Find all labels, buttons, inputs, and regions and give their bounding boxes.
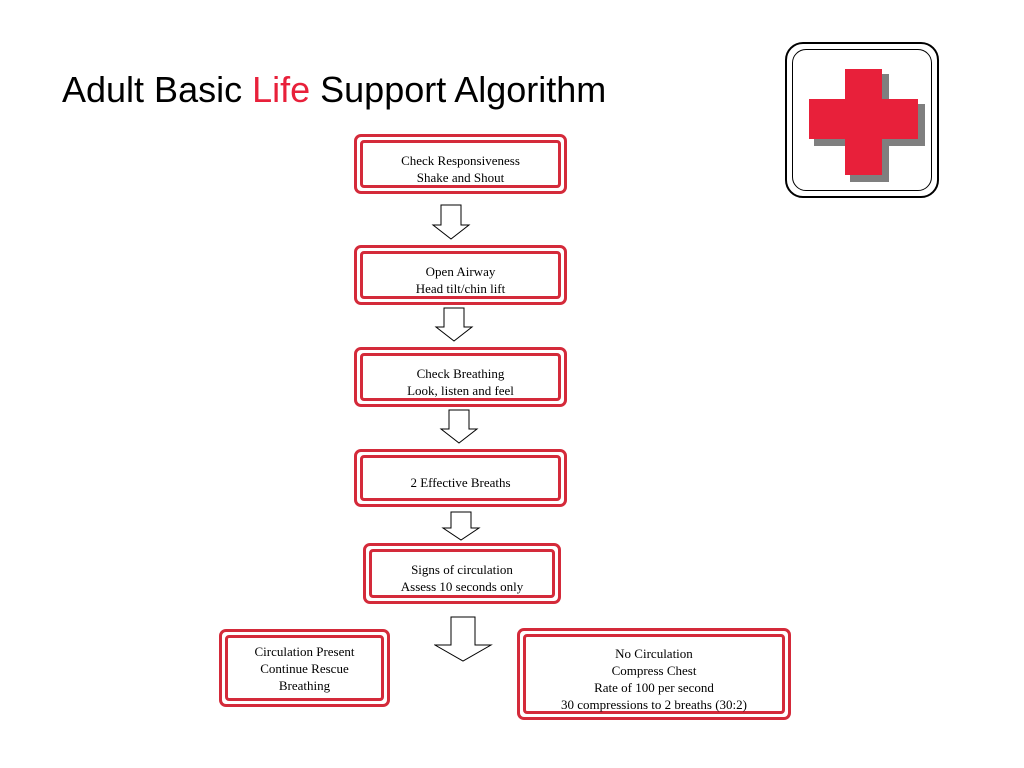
step-line: Assess 10 seconds only bbox=[400, 579, 524, 594]
first-aid-logo bbox=[785, 42, 939, 198]
branch-line: Circulation Present bbox=[254, 644, 355, 659]
red-cross-icon bbox=[809, 69, 925, 182]
slide-title: Adult Basic Life Support Algorithm bbox=[62, 72, 606, 108]
step-line: 2 Effective Breaths bbox=[410, 475, 511, 490]
step-check-responsiveness: Check Responsiveness Shake and Shout bbox=[354, 134, 567, 194]
step-check-breathing: Check Breathing Look, listen and feel bbox=[354, 347, 567, 407]
down-arrow-icon bbox=[439, 409, 479, 444]
branch-line: 30 compressions to 2 breaths (30:2) bbox=[561, 697, 747, 712]
step-signs-of-circulation: Signs of circulation Assess 10 seconds o… bbox=[363, 543, 561, 604]
down-arrow-icon bbox=[441, 511, 481, 541]
title-highlight: Life bbox=[252, 69, 311, 110]
branch-circulation-present: Circulation Present Continue Rescue Brea… bbox=[219, 629, 390, 707]
step-line: Check Breathing bbox=[416, 366, 505, 381]
branch-line: Continue Rescue bbox=[260, 661, 349, 676]
down-arrow-icon bbox=[434, 307, 474, 342]
branch-line: Compress Chest bbox=[611, 663, 697, 678]
branch-line: No Circulation bbox=[615, 646, 693, 661]
title-part2: Support Algorithm bbox=[310, 69, 607, 110]
step-line: Shake and Shout bbox=[416, 170, 505, 185]
step-line: Head tilt/chin lift bbox=[415, 281, 506, 296]
step-open-airway: Open Airway Head tilt/chin lift bbox=[354, 245, 567, 305]
down-arrow-icon bbox=[434, 616, 493, 662]
branch-line: Rate of 100 per second bbox=[594, 680, 714, 695]
step-effective-breaths: 2 Effective Breaths bbox=[354, 449, 567, 507]
branch-line: Breathing bbox=[278, 678, 331, 693]
step-line: Open Airway bbox=[425, 264, 496, 279]
step-line: Check Responsiveness bbox=[401, 153, 520, 168]
step-line: Signs of circulation bbox=[411, 562, 513, 577]
branch-no-circulation: No Circulation Compress Chest Rate of 10… bbox=[517, 628, 791, 720]
step-line: Look, listen and feel bbox=[407, 383, 514, 398]
title-part1: Adult Basic bbox=[62, 69, 253, 110]
down-arrow-icon bbox=[431, 204, 471, 240]
